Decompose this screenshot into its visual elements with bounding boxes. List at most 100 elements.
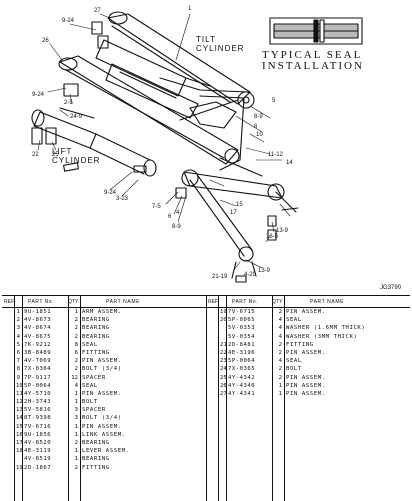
part-number: 2D-8481 [228,341,256,348]
ref-no: 2 [16,317,20,324]
callout-25: 25 [52,152,59,158]
header-qty-right: QTY [272,299,283,305]
part-number: 2H-3743 [24,399,52,406]
part-name: BOLT (3/4) [82,415,122,422]
part-number: 7V-6715 [228,309,256,315]
quantity: 2 [74,325,78,332]
ref-no: 21 [220,341,227,348]
ref-no: 26 [220,382,227,389]
quantity: 1 [74,423,78,430]
part-number: 5P-0065 [228,317,256,324]
ref-no: 8 [16,366,20,373]
part-number: 4V-7069 [24,358,52,365]
part-name: SEAL [82,341,98,348]
part-number: 4V-8520 [24,440,52,446]
part-name: PIN ASSEM. [286,374,326,381]
quantity: 4 [74,382,78,389]
part-number: 8T-9398 [24,415,52,422]
quantity: 1 [74,431,78,438]
part-number: 2D-1867 [24,464,52,471]
callout-9-24: 9-24 [104,190,117,196]
ref-no: 13 [16,407,23,414]
part-name: PIN ASSEM. [82,358,122,365]
callout-15: 15 [236,202,243,208]
ref-no: 6 [16,349,20,356]
ref-no: 23 [220,358,227,365]
ref-no: 15 [16,423,23,430]
parts-header-left: REF. PART No. QTY PART NAME [2,296,206,308]
quantity: 2 [74,464,78,471]
quantity: 2 [278,366,282,373]
part-number: 7X-0364 [24,366,52,373]
part-name: SPACER [82,407,106,414]
part-number: 4V-8673 [24,317,52,324]
quantity: 8 [74,341,78,348]
linkage-drawing [181,157,299,279]
part-name: LEVER ASSEM. [82,448,130,455]
drawing-number: JG3790 [380,285,402,291]
part-number: 4E-3196 [228,349,256,356]
header-part-no: PART No. [28,299,54,305]
part-name: WASHER (3MM THICK) [286,333,358,340]
header-ref-right: REF. [208,299,219,305]
part-name: BOLT [286,366,302,373]
callout-26: 26 [42,38,49,44]
part-name: FITTING [286,341,314,348]
part-number: 7P-9117 [24,374,52,381]
quantity: 2 [74,317,78,324]
header-qty: QTY [68,299,79,305]
callout-10: 10 [256,132,263,138]
part-number: 5P-0064 [24,382,52,389]
part-name: BEARING [82,456,110,463]
quantity: 6 [74,349,78,356]
quantity: 4 [278,358,282,365]
ref-no: 18 [16,448,23,455]
callout-8-9: 8-9 [254,114,263,120]
ref-no: 22 [220,349,227,356]
callout-13-9: 13-9 [258,268,271,274]
part-name: BEARING [82,325,110,332]
part-number: 3B-8489 [24,349,52,356]
quantity: 1 [74,456,78,463]
callout-4-20: 4-20 [244,272,257,278]
parts-header-right: REF. PART No. QTY PART NAME [206,296,410,308]
ref-no: 7 [16,358,20,365]
part-name: FITTING [82,464,110,471]
header-ref: REF. [4,299,15,305]
part-name: PIN ASSEM. [286,382,326,389]
part-number: 7K-9212 [24,341,52,348]
callout-4: 4 [176,210,180,216]
part-name: LINK ASSEM. [82,431,126,438]
ref-no: 12 [16,399,23,406]
lift-cylinder-drawing [31,109,157,177]
quantity: 2 [74,333,78,340]
quantity: 3 [74,407,78,414]
part-name: BEARING [82,333,110,340]
seal-inset-drawing [269,17,363,45]
ref-no: 27 [220,390,227,397]
part-name: ARM ASSEM. [82,309,122,315]
part-name: SEAL [286,358,302,365]
callout-14: 14 [286,160,293,166]
part-number: 4Y-5710 [24,390,52,397]
ref-no: 11 [16,390,23,397]
part-number: 4Y-4341 [228,390,256,397]
